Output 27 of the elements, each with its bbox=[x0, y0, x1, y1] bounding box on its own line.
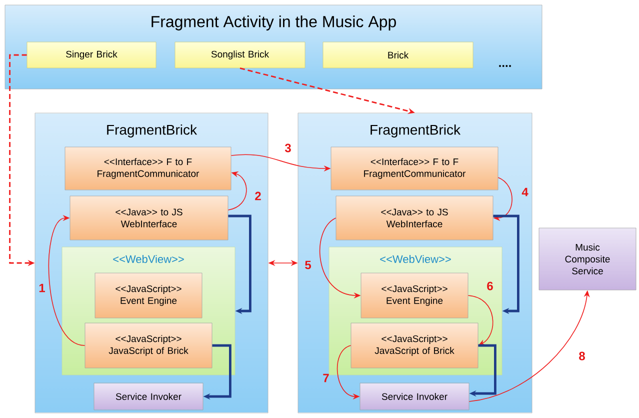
class-box: <<Interface>> F to F FragmentCommunicator bbox=[330, 146, 498, 190]
service-box: Music Composite Service bbox=[538, 228, 636, 290]
class-box: <<JavaScript>> JavaScript of Brick bbox=[350, 322, 478, 368]
class-box: <<Java>> to JS WebInterface bbox=[70, 196, 228, 240]
arrow bbox=[228, 214, 252, 314]
class-box: <<JavaScript>> Event Engine bbox=[360, 272, 468, 318]
step-number: 7 bbox=[323, 374, 329, 382]
service-box: Service Invoker bbox=[360, 382, 470, 410]
step-number: 5 bbox=[305, 260, 311, 270]
step-number: 1 bbox=[39, 284, 45, 292]
brick-box: Brick bbox=[322, 42, 474, 68]
step-number: 4 bbox=[522, 188, 528, 196]
brick-box: Songlist Brick bbox=[174, 42, 306, 68]
ellipsis-text: .... bbox=[499, 65, 511, 67]
class-box: <<JavaScript>> JavaScript of Brick bbox=[84, 322, 212, 368]
class-box: <<Interface>> F to F FragmentCommunicator bbox=[64, 146, 232, 190]
arrow bbox=[468, 295, 494, 346]
arrow bbox=[48, 214, 86, 346]
step-number: 3 bbox=[284, 144, 291, 152]
service-box: Service Invoker bbox=[94, 382, 204, 410]
class-box: <<JavaScript>> Event Engine bbox=[94, 272, 202, 318]
step-number: 6 bbox=[487, 282, 493, 290]
class-box: <<Java>> to JS WebInterface bbox=[336, 196, 494, 240]
step-number: 8 bbox=[579, 352, 585, 360]
arrow bbox=[493, 214, 520, 314]
brick-box: Singer Brick bbox=[26, 42, 156, 68]
step-number: 2 bbox=[255, 192, 261, 200]
